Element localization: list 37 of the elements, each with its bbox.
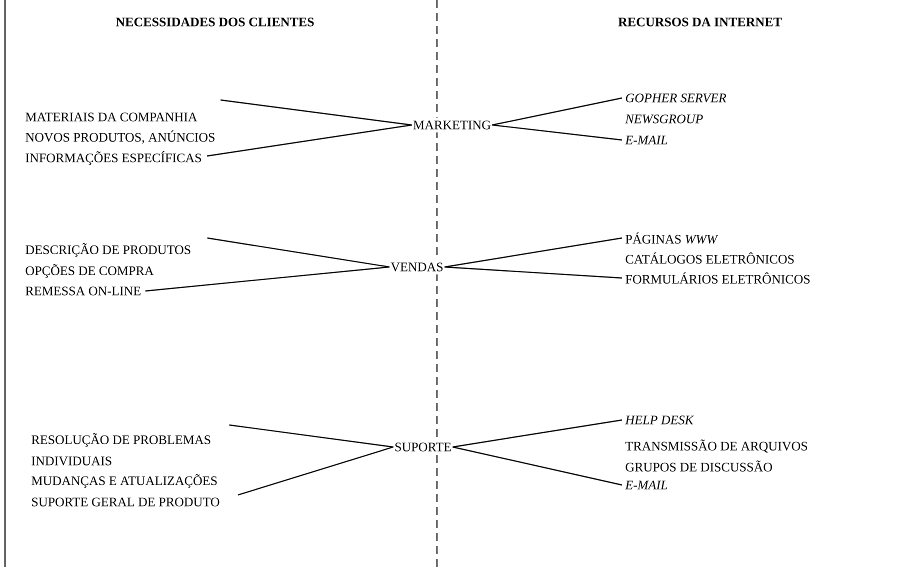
resource-item: E-MAIL [625,480,668,490]
connector-line [206,124,412,157]
resource-item: PÁGINAS WWW [626,232,718,244]
need-item: MUDANÇAS E ATUALIZAÇÕES [32,474,217,488]
connector-line [444,237,622,268]
connector-line [220,99,412,126]
connector-line [452,419,622,448]
need-item: SUPORTE GERAL DE PRODUTO [32,498,220,506]
need-item: RESOLUÇÃO DE PROBLEMAS [32,433,210,447]
resource-item: NEWSGROUP [625,114,703,124]
connector-line [492,124,622,141]
need-item: INDIVIDUAIS [32,456,112,466]
connector-line [444,266,622,279]
need-item: INFORMAÇÕES ESPECÍFICAS [26,151,202,165]
connector-line [238,446,394,496]
connector-line [452,446,622,486]
column-heading: RECURSOS DA INTERNET [618,18,782,26]
resource-item: CATÁLOGOS ELETRÔNICOS [626,252,794,264]
need-item: REMESSA ON-LINE [26,286,140,296]
need-item: MATERIAIS DA COMPANHIA [26,112,198,122]
connector-line [145,266,390,292]
resource-item: HELP DESK [625,416,694,424]
need-item: DESCRIÇÃO DE PRODUTOS [26,243,190,257]
need-item: OPÇÕES DE COMPRA [26,264,154,278]
resource-item: FORMULÁRIOS ELETRÔNICOS [626,272,810,284]
topic-label: MARKETING [412,118,492,132]
connector-line [492,97,622,126]
need-item: NOVOS PRODUTOS, ANÚNCIOS [26,130,214,144]
connector-line [207,237,390,268]
resource-item: E-MAIL [625,136,668,144]
topic-label: SUPORTE [394,440,452,454]
resource-item: GOPHER SERVER [626,94,726,102]
column-heading: NECESSIDADES DOS CLIENTES [116,18,314,26]
connector-line [229,424,394,448]
topic-label: VENDAS [390,260,444,274]
resource-item: GRUPOS DE DISCUSSÃO [626,460,772,472]
resource-item: TRANSMISSÃO DE ARQUIVOS [625,439,808,452]
